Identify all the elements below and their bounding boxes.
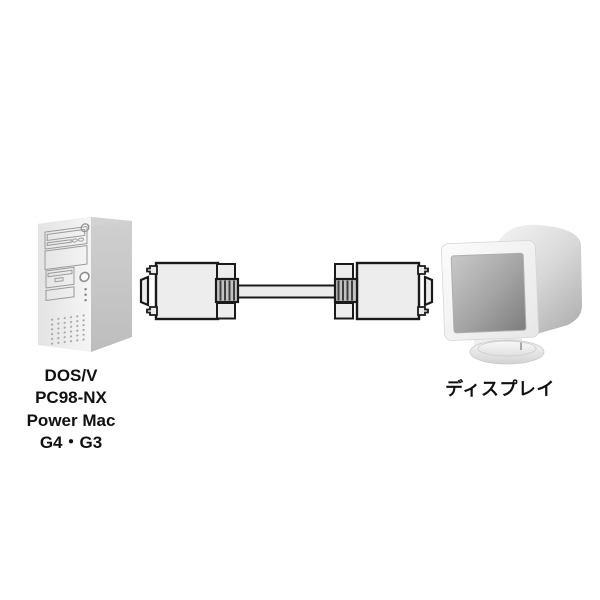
indicator-leds — [84, 288, 87, 302]
connector-right — [333, 261, 434, 321]
cd-drive — [44, 225, 88, 250]
connector-left — [139, 261, 240, 321]
tower-front-details — [44, 223, 90, 348]
monitor-bezel — [441, 240, 539, 341]
monitor-screen — [450, 252, 527, 334]
tower-pc-illustration — [38, 217, 132, 352]
monitor-rear-body — [496, 224, 582, 335]
computer-label-line: DOS/V — [44, 366, 98, 385]
lower-drive-bay — [45, 286, 75, 302]
crt-monitor-illustration — [441, 224, 582, 365]
empty-drive-bay — [44, 244, 88, 271]
reset-button — [79, 271, 90, 283]
vent-grid — [47, 313, 86, 348]
display-label: ディスプレイ — [445, 379, 555, 399]
cable-wire — [235, 284, 337, 299]
dsub-plug-icon — [139, 275, 150, 307]
thumbscrew-icon — [146, 306, 158, 316]
floppy-drive — [45, 266, 75, 289]
thumbscrew-icon — [417, 265, 429, 275]
strain-relief-left — [214, 277, 240, 304]
computer-label-line: G4・G3 — [39, 433, 103, 453]
vga-cable-illustration — [139, 261, 434, 321]
computer-label-line: PC98-NX — [35, 388, 107, 408]
thumbscrew-icon — [417, 306, 429, 316]
computer-label-line: Power Mac — [26, 410, 116, 430]
tower-side-panel — [91, 217, 132, 352]
thumbscrew-icon — [146, 265, 158, 275]
dsub-plug-icon — [423, 275, 434, 307]
strain-relief-right — [333, 277, 359, 304]
